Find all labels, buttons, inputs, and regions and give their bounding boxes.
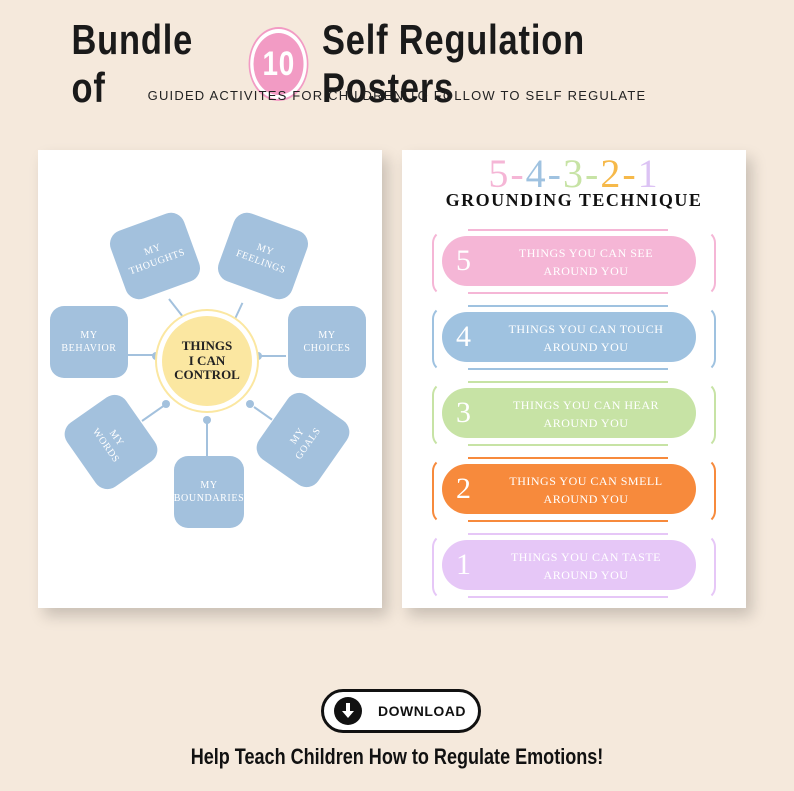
decor-arc xyxy=(432,458,458,524)
decor-line xyxy=(468,457,668,459)
footer-tagline: Help Teach Children How to Regulate Emot… xyxy=(190,744,604,769)
connector-dot xyxy=(162,400,170,408)
title-prefix: Bundle of xyxy=(71,16,194,111)
decor-line xyxy=(468,533,668,535)
countdown-numbers: 5-4-3-2-1 xyxy=(488,151,660,196)
decor-line xyxy=(468,596,668,598)
connector-line xyxy=(253,406,273,421)
step-number: 1 xyxy=(456,548,471,581)
connector-line xyxy=(168,298,185,319)
connector-line xyxy=(206,422,208,456)
decor-arc xyxy=(690,534,716,600)
download-label: DOWNLOAD xyxy=(378,703,466,719)
subtitle: GUIDED ACTIVITES FOR CHILDREN TO FOLLOW … xyxy=(147,88,647,103)
decor-arc xyxy=(432,306,458,372)
decor-arc xyxy=(690,306,716,372)
decor-arc xyxy=(432,230,458,296)
decor-arc xyxy=(690,230,716,296)
decor-line xyxy=(468,229,668,231)
step-number: 4 xyxy=(456,320,471,353)
decor-line xyxy=(468,368,668,370)
decor-arc xyxy=(432,382,458,448)
download-button[interactable]: DOWNLOAD xyxy=(321,689,481,733)
decor-arc xyxy=(432,534,458,600)
step-number: 2 xyxy=(456,472,471,505)
connector-dot xyxy=(203,416,211,424)
connector-dot xyxy=(254,352,262,360)
decor-line xyxy=(468,381,668,383)
connector-dot xyxy=(152,352,160,360)
decor-line xyxy=(468,520,668,522)
connector-line xyxy=(128,354,156,356)
center-circle: THINGS I CAN CONTROL xyxy=(162,316,252,406)
connector-dot xyxy=(246,400,254,408)
grounding-title: GROUNDING TECHNIQUE xyxy=(445,190,703,210)
title-suffix: Self Regulation Posters xyxy=(321,16,585,111)
decor-line xyxy=(468,292,668,294)
decor-arc xyxy=(690,458,716,524)
step-number: 3 xyxy=(456,396,471,429)
connector-dot xyxy=(229,318,237,326)
page-title: Bundle of 10 Self Regulation Posters xyxy=(71,16,722,112)
download-icon xyxy=(334,697,362,725)
connector-line xyxy=(258,355,286,357)
step-number: 5 xyxy=(456,244,471,277)
connector-line xyxy=(141,404,166,422)
decor-line xyxy=(468,444,668,446)
decor-line xyxy=(468,305,668,307)
count-badge: 10 xyxy=(250,29,308,99)
decor-arc xyxy=(690,382,716,448)
